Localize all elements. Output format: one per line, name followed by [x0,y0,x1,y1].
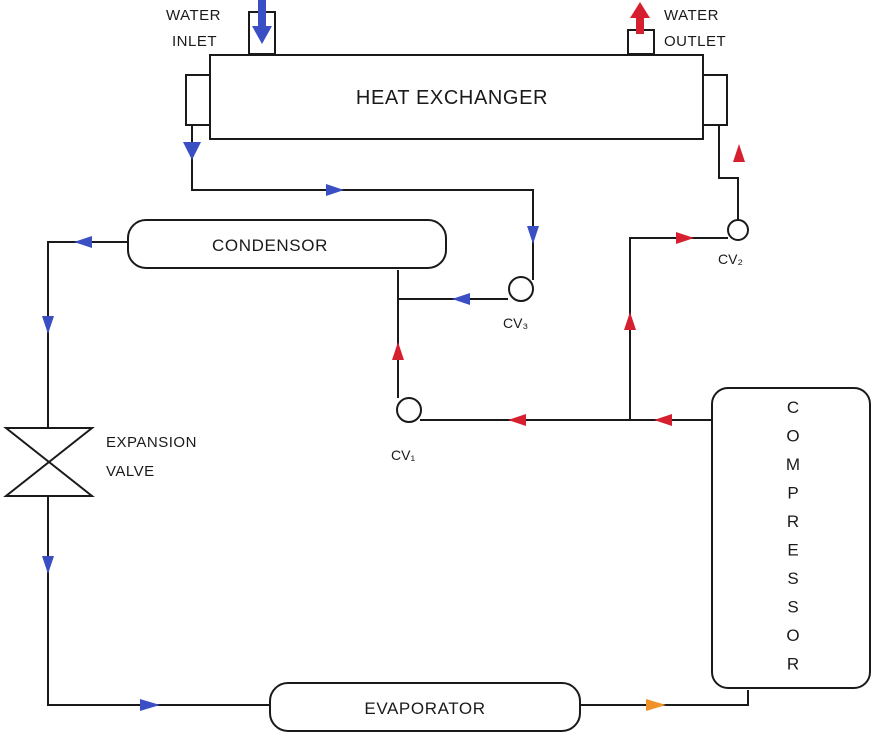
compressor-letter: O [786,626,799,645]
cv2-to-hx-pipe [718,125,739,228]
valve-to-evaporator-pipe [47,496,270,706]
hx-left-stub [185,74,211,126]
expansion-valve-label-1: EXPANSION [106,434,197,451]
heat-exchanger-label: HEAT EXCHANGER [356,87,548,109]
compressor [711,387,871,689]
flow-arrow-red [733,144,745,162]
water-inlet-label-1: WATER [166,7,221,24]
check-valve-cv1 [396,397,422,423]
compressor-letter: S [787,598,798,617]
evaporator [269,682,581,732]
cv1-label: CV₁ [391,447,415,463]
flow-arrow-red [654,414,672,426]
condensor-to-valve-pipe [47,241,128,428]
water-outlet-label-1: WATER [664,7,719,24]
flow-arrow-blue [452,293,470,305]
expansion-valve [3,427,95,497]
check-valve-cv2 [727,219,749,241]
expansion-valve-label-2: VALVE [106,463,155,480]
flow-arrow-red [624,312,636,330]
flow-arrow-blue [42,316,54,334]
flow-arrow-red [508,414,526,426]
heat-exchanger [209,54,704,140]
water-outlet-label-2: OUTLET [664,33,726,50]
compressor-letter: S [787,569,798,588]
flow-arrow-blue [74,236,92,248]
flow-arrow-red [392,342,404,360]
compressor-letter: C [787,398,799,417]
compressor-letter: E [787,541,798,560]
water-outlet-arrow [630,2,650,34]
branch-to-cv2-pipe [629,237,728,420]
evaporator-label: EVAPORATOR [364,699,485,718]
condensor-label: CONDENSOR [212,236,328,255]
condensor [127,219,447,269]
compressor-letter: O [786,427,799,446]
compressor-letter: R [787,655,799,674]
compressor-letter: M [786,455,800,474]
cv3-label: CV₃ [503,315,528,331]
water-inlet-arrow [252,0,272,44]
hx-right-stub [702,74,728,126]
cv2-label: CV₂ [718,251,743,267]
flow-arrow-blue [140,699,160,711]
flow-arrow-orange [646,699,666,711]
water-inlet-label-2: INLET [172,33,217,50]
flow-arrow-blue [527,226,539,244]
evaporator-to-compressor-pipe [580,690,749,706]
flow-arrow-blue [42,556,54,574]
flow-arrow-blue [183,142,201,160]
flow-arrow-blue [326,184,344,196]
compressor-letter: P [787,484,798,503]
flow-arrow-red [676,232,694,244]
compressor-letter: R [787,512,799,531]
check-valve-cv3 [508,276,534,302]
